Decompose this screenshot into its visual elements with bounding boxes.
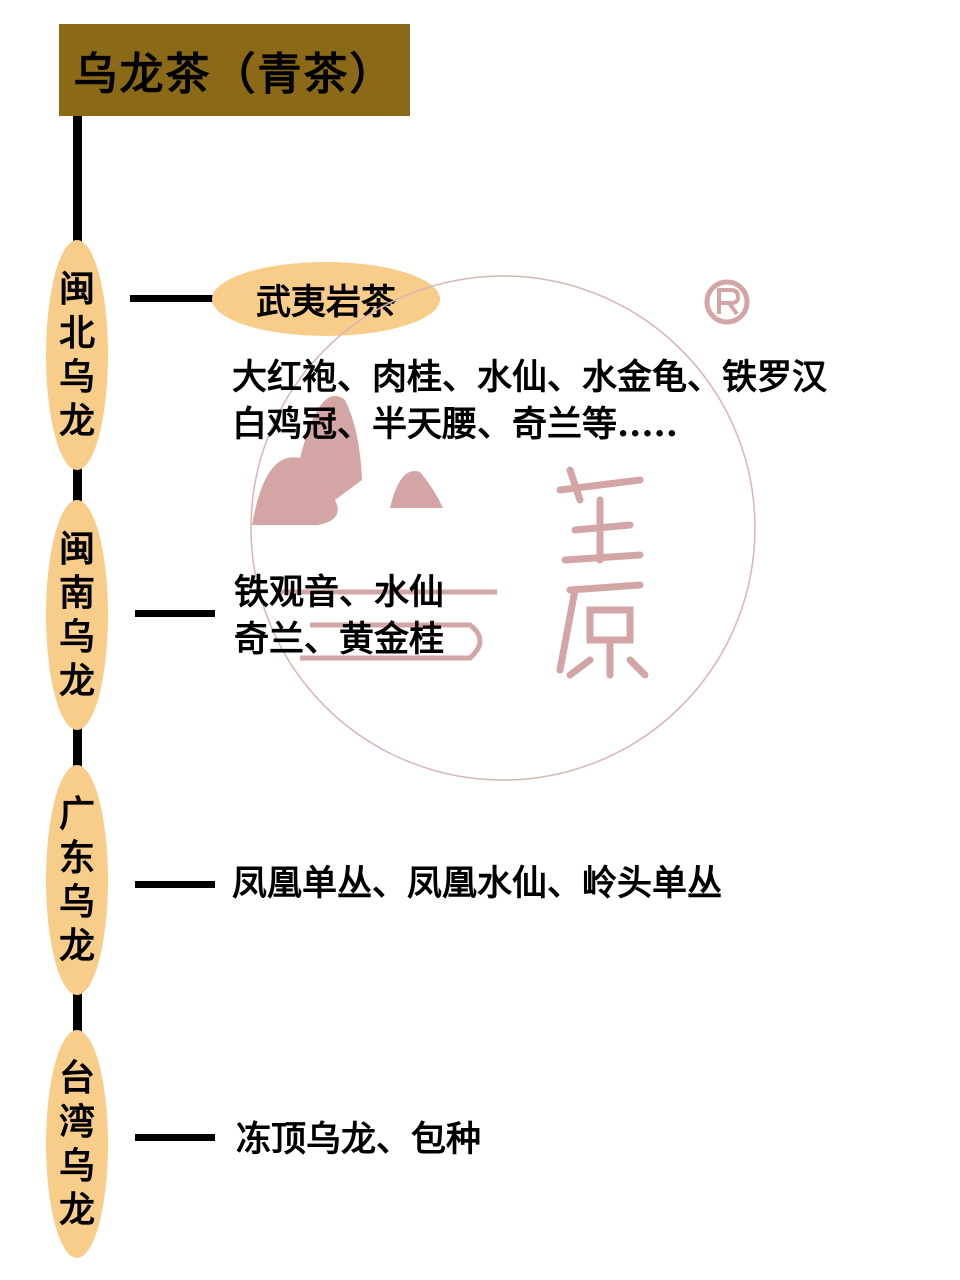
- region-char: 龙: [58, 660, 95, 702]
- tea-list-line: 铁观音、水仙: [234, 572, 445, 613]
- region-minnan: 闽 南 乌 龙: [46, 500, 108, 730]
- region-char: 广: [58, 793, 95, 835]
- region-char: 乌: [58, 616, 95, 658]
- tea-list-line: 白鸡冠、半天腰、奇兰等.....: [232, 404, 678, 445]
- tea-list-line: 大红袍、肉桂、水仙、水金龟、铁罗汉: [232, 357, 828, 398]
- diagram-title: 乌龙茶（青茶）: [59, 24, 410, 116]
- watermark-circle: [250, 275, 756, 781]
- region-char: 乌: [58, 881, 95, 923]
- region-taiwan: 台 湾 乌 龙: [46, 1030, 108, 1258]
- watermark-mountain: [252, 395, 362, 525]
- region-char: 龙: [58, 400, 95, 442]
- region-char: 闽: [58, 268, 95, 310]
- region-guangdong: 广 东 乌 龙: [46, 765, 108, 995]
- region-char: 南: [58, 572, 95, 614]
- tea-list-line: 冻顶乌龙、包种: [236, 1119, 482, 1160]
- watermark-glyph-3: [556, 581, 649, 679]
- region-char: 湾: [58, 1101, 95, 1143]
- region-char: 乌: [58, 1145, 95, 1187]
- region-minbei: 闽 北 乌 龙: [46, 240, 108, 470]
- watermark-waves: [280, 589, 497, 661]
- region-char: 乌: [58, 356, 95, 398]
- connector-guangdong: [135, 881, 215, 888]
- connector-minnan: [135, 610, 215, 617]
- tea-list-line: 奇兰、黄金桂: [234, 619, 445, 660]
- region-char: 闽: [58, 528, 95, 570]
- region-char: 龙: [58, 1189, 95, 1231]
- watermark-glyph-2: [556, 466, 644, 564]
- watermark-mountain-small: [390, 471, 443, 508]
- subcategory-wuyi: 武夷岩茶: [212, 262, 440, 336]
- region-char: 东: [58, 837, 95, 879]
- region-char: 龙: [58, 925, 95, 967]
- registered-mark-icon: [704, 279, 750, 325]
- region-char: 台: [58, 1057, 95, 1099]
- connector-taiwan: [135, 1134, 215, 1141]
- connector-minbei: [130, 295, 214, 302]
- tea-list-line: 凤凰单丛、凤凰水仙、岭头单丛: [232, 863, 723, 904]
- watermark-calligraphy: [556, 466, 649, 679]
- region-char: 北: [58, 312, 95, 354]
